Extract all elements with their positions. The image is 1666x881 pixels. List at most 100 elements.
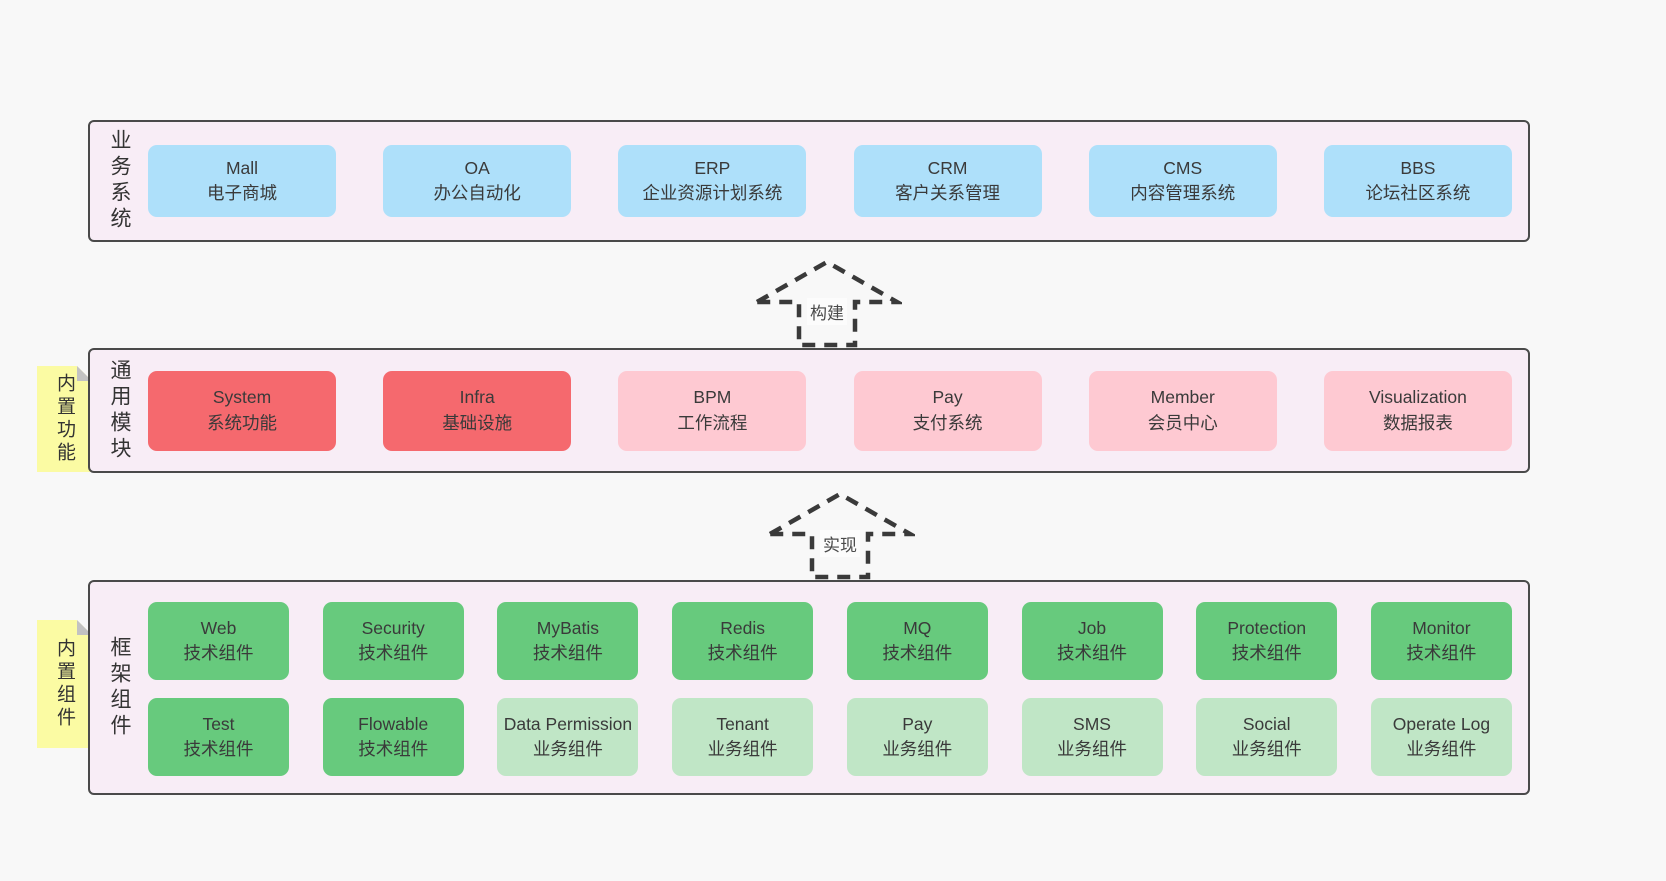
box-title: SMS bbox=[1073, 713, 1111, 734]
box-subtitle: 技术组件 bbox=[358, 739, 429, 759]
module-box-erp: ERP 企业资源计划系统 bbox=[618, 145, 807, 217]
module-box-infra: Infra 基础设施 bbox=[383, 370, 572, 451]
box-title: Monitor bbox=[1412, 617, 1471, 638]
box-title: Member bbox=[1150, 387, 1215, 408]
box-title: Pay bbox=[902, 713, 933, 734]
section-label-framework-components: 框架组件 bbox=[108, 635, 131, 740]
box-subtitle: 电子商城 bbox=[207, 183, 277, 203]
module-box-redis: Redis 技术组件 bbox=[672, 602, 814, 680]
section-common-modules: 通用模块 System 系统功能 Infra 基础设施 BPM 工作流程 Pay 支付系统 Me… bbox=[88, 348, 1530, 473]
box-subtitle: 技术组件 bbox=[183, 739, 254, 759]
module-box-sms: SMS 业务组件 bbox=[1021, 698, 1163, 776]
module-box-tenant: Tenant 业务组件 bbox=[672, 698, 814, 776]
module-box-system: System 系统功能 bbox=[148, 370, 336, 451]
box-title: Test bbox=[202, 713, 235, 734]
build-arrow-label: 构建 bbox=[807, 298, 847, 325]
module-box-security: Security 技术组件 bbox=[322, 602, 464, 680]
common-modules-row: System 系统功能 Infra 基础设施 BPM 工作流程 Pay 支付系统 Member 会… bbox=[148, 370, 1512, 451]
box-title: Infra bbox=[459, 387, 495, 408]
box-title: Protection bbox=[1227, 617, 1307, 638]
box-subtitle: 技术组件 bbox=[1406, 643, 1477, 663]
module-box-monitor: Monitor 技术组件 bbox=[1370, 602, 1512, 680]
box-subtitle: 办公自动化 bbox=[433, 183, 521, 203]
box-subtitle: 技术组件 bbox=[1057, 643, 1128, 663]
box-subtitle: 论坛社区系统 bbox=[1365, 183, 1471, 203]
box-title: Tenant bbox=[716, 713, 769, 734]
box-subtitle: 业务组件 bbox=[1406, 739, 1477, 759]
module-box-mq: MQ 技术组件 bbox=[846, 602, 988, 680]
box-title: Data Permission bbox=[503, 713, 633, 734]
module-box-protection: Protection 技术组件 bbox=[1196, 602, 1338, 680]
box-title: ERP bbox=[694, 157, 731, 178]
box-subtitle: 客户关系管理 bbox=[895, 183, 1001, 203]
box-subtitle: 技术组件 bbox=[882, 643, 953, 663]
module-box-social: Social 业务组件 bbox=[1196, 698, 1338, 776]
box-title: MQ bbox=[903, 617, 932, 638]
box-title: CMS bbox=[1163, 157, 1203, 178]
module-box-data-permission: Data Permission 业务组件 bbox=[497, 698, 639, 776]
box-title: Social bbox=[1242, 713, 1291, 734]
box-subtitle: 基础设施 bbox=[442, 412, 513, 433]
box-subtitle: 会员中心 bbox=[1147, 412, 1218, 433]
module-box-bpm: BPM 工作流程 bbox=[618, 370, 807, 451]
box-subtitle: 技术组件 bbox=[358, 643, 429, 663]
box-title: Security bbox=[361, 617, 425, 638]
module-box-pay: Pay 支付系统 bbox=[853, 370, 1042, 451]
box-title: BBS bbox=[1400, 157, 1436, 178]
dashed-up-arrow-icon bbox=[765, 491, 915, 580]
box-title: Web bbox=[200, 617, 237, 638]
module-box-member: Member 会员中心 bbox=[1088, 370, 1277, 451]
box-subtitle: 数据报表 bbox=[1382, 412, 1453, 433]
box-subtitle: 业务组件 bbox=[532, 739, 603, 759]
module-box-mybatis: MyBatis 技术组件 bbox=[497, 602, 639, 680]
box-title: MyBatis bbox=[536, 617, 600, 638]
box-title: Job bbox=[1077, 617, 1107, 638]
box-subtitle: 技术组件 bbox=[532, 643, 603, 663]
box-title: OA bbox=[464, 157, 490, 178]
box-subtitle: 业务组件 bbox=[1057, 739, 1128, 759]
module-box-pay: Pay 业务组件 bbox=[846, 698, 988, 776]
box-title: Flowable bbox=[358, 713, 429, 734]
module-box-job: Job 技术组件 bbox=[1021, 602, 1163, 680]
dashed-up-arrow-icon bbox=[752, 259, 902, 348]
box-title: Operate Log bbox=[1392, 713, 1491, 734]
box-subtitle: 业务组件 bbox=[1231, 739, 1302, 759]
sticky-note-built-in-components: 内置组件 bbox=[37, 620, 92, 748]
box-subtitle: 技术组件 bbox=[1231, 643, 1302, 663]
box-subtitle: 工作流程 bbox=[677, 412, 748, 433]
module-box-bbs: BBS 论坛社区系统 bbox=[1323, 145, 1512, 217]
build-arrow: 构建 bbox=[752, 256, 902, 348]
box-subtitle: 企业资源计划系统 bbox=[642, 183, 783, 203]
box-title: System bbox=[212, 387, 272, 408]
box-title: Mall bbox=[225, 157, 259, 178]
module-box-web: Web 技术组件 bbox=[148, 602, 289, 680]
box-title: Visualization bbox=[1368, 387, 1467, 408]
module-box-mall: Mall 电子商城 bbox=[148, 145, 336, 217]
module-box-flowable: Flowable 技术组件 bbox=[322, 698, 464, 776]
sticky-note-built-in-functions: 内置功能 bbox=[37, 366, 92, 472]
sticky-note-label: 内置功能 bbox=[54, 373, 75, 465]
section-label-common-modules: 通用模块 bbox=[108, 358, 131, 463]
box-subtitle: 系统功能 bbox=[207, 412, 277, 433]
implement-arrow: 实现 bbox=[765, 488, 915, 580]
box-title: Pay bbox=[932, 387, 963, 408]
box-subtitle: 业务组件 bbox=[882, 739, 953, 759]
box-subtitle: 技术组件 bbox=[183, 643, 254, 663]
sticky-note-label: 内置组件 bbox=[54, 638, 75, 730]
section-label-business-systems: 业务系统 bbox=[108, 129, 131, 233]
box-subtitle: 技术组件 bbox=[707, 643, 778, 663]
module-box-test: Test 技术组件 bbox=[148, 698, 289, 776]
module-box-operate-log: Operate Log 业务组件 bbox=[1370, 698, 1512, 776]
box-subtitle: 业务组件 bbox=[707, 739, 778, 759]
box-title: BPM bbox=[693, 387, 732, 408]
box-subtitle: 支付系统 bbox=[912, 412, 983, 433]
module-box-visualization: Visualization 数据报表 bbox=[1323, 370, 1512, 451]
box-title: Redis bbox=[720, 617, 765, 638]
